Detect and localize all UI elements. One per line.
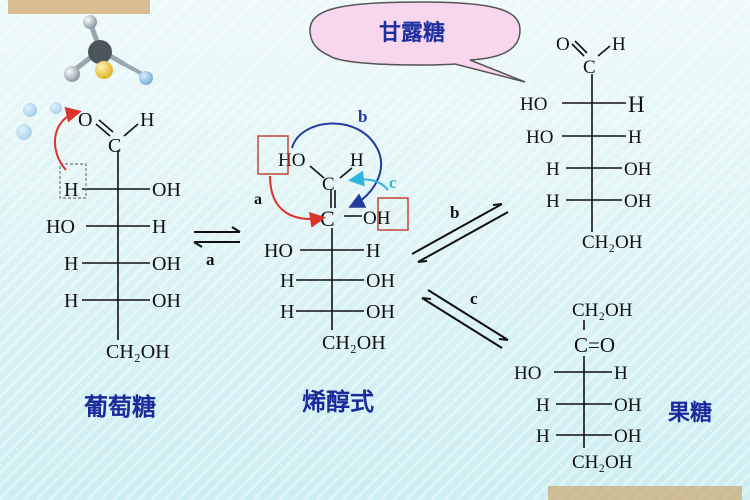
fructose-row4-right: OH	[614, 426, 642, 447]
enol-c1: C	[322, 174, 335, 195]
glucose-row4-right: OH	[152, 290, 181, 312]
enol-path-c-arrow	[348, 170, 389, 191]
callout-text: 甘露糖	[379, 20, 445, 45]
enol-c2: C	[320, 206, 335, 231]
enol-label-c: c	[389, 173, 397, 192]
mannose-h1: H	[612, 34, 626, 55]
glucose-c1: C	[108, 135, 121, 157]
caption-glucose: 葡萄糖	[83, 393, 156, 421]
mannose-ch-bond	[597, 45, 611, 57]
arrow-label-a: a	[206, 250, 215, 269]
enol-row2-left: HO	[264, 240, 293, 262]
enol-path-a-arrow	[269, 175, 326, 228]
enol-row3-left: H	[280, 270, 294, 292]
enol-c1-oh-bond	[309, 165, 325, 179]
enol-oh-right: OH	[363, 208, 391, 229]
corner-logo-top-left	[8, 0, 150, 14]
fructose-structure: CH₂OH C=O HO H H OH H OH CH₂OH	[514, 300, 642, 473]
glucose-co-bond	[95, 123, 111, 137]
glucose-bottom: CH₂OH	[106, 341, 170, 363]
glucose-proton-shift-arrow	[53, 106, 82, 171]
enol-bottom: CH₂OH	[322, 332, 386, 354]
glucose-row3-right: OH	[152, 253, 181, 275]
enol-row2-right: H	[366, 240, 380, 262]
enol-c1-h-bond	[339, 167, 353, 179]
fructose-row2-left: HO	[514, 363, 541, 384]
mannose-row2-left: HO	[526, 127, 553, 148]
fructose-bottom: CH₂OH	[572, 452, 633, 473]
enol-row3-right: OH	[366, 270, 395, 292]
molecule-model-decoration	[16, 15, 153, 140]
mannose-row4-right: OH	[624, 191, 652, 212]
enol-label-b: b	[358, 107, 367, 126]
caption-fructose: 果糖	[668, 400, 712, 425]
arrow-label-b: b	[450, 203, 459, 222]
enol-structure: HO H C C OH HO H H OH H OH CH₂OH	[264, 150, 395, 354]
enol-row4-right: OH	[366, 301, 395, 323]
corner-logo-bottom-right	[548, 486, 742, 500]
caption-enol: 烯醇式	[302, 388, 374, 416]
mannose-callout: 甘露糖	[309, 1, 526, 83]
glucose-ch-bond	[123, 123, 139, 137]
enol-ho-top: HO	[278, 150, 305, 171]
mannose-row3-left: H	[546, 159, 560, 180]
glucose-alpha-h-highlight	[59, 163, 87, 199]
glucose-row2-left: HO	[46, 216, 75, 238]
fructose-top: CH₂OH	[572, 300, 633, 321]
enol-h-top: H	[350, 150, 364, 171]
enol-path-b-arrow	[291, 122, 383, 208]
mannose-co-bond-2	[574, 40, 588, 54]
enol-row4-left: H	[280, 301, 294, 323]
mannose-co-bond	[571, 43, 585, 57]
fructose-c2: C=O	[574, 333, 615, 357]
enol-fructose-equilibrium: c	[421, 289, 509, 349]
fructose-row2-right: H	[614, 363, 628, 384]
mannose-row3-right: OH	[624, 159, 652, 180]
arrow-label-c: c	[470, 289, 478, 308]
glucose-row2-right: H	[152, 216, 166, 238]
glucose-co-bond-2	[98, 119, 114, 133]
glucose-structure: O C H H OH HO H H OH H OH CH₂OH	[46, 109, 181, 363]
mannose-bottom: CH₂OH	[582, 232, 643, 253]
glucose-row1-right: OH	[152, 179, 181, 201]
fructose-row4-left: H	[536, 426, 550, 447]
fructose-row3-left: H	[536, 395, 550, 416]
mannose-row2-right: H	[628, 127, 642, 148]
enol-right-h-box	[377, 197, 409, 231]
mannose-c1: C	[583, 57, 596, 78]
mannose-row1-left: HO	[520, 94, 547, 115]
mannose-row4-left: H	[546, 191, 560, 212]
glucose-o: O	[78, 109, 92, 131]
glucose-enol-equilibrium: a	[193, 226, 241, 269]
glucose-row3-left: H	[64, 253, 78, 275]
mannose-o: O	[556, 34, 570, 55]
enol-left-oh-box	[257, 135, 289, 175]
glucose-h1: H	[140, 109, 154, 131]
enol-mannose-equilibrium: b	[411, 203, 509, 263]
glucose-row4-left: H	[64, 290, 78, 312]
enol-label-a: a	[254, 191, 262, 208]
mannose-row1-right: H	[628, 92, 645, 117]
glucose-row1-left: H	[64, 179, 78, 201]
mannose-structure: O C H HO H HO H H OH H OH CH₂OH	[520, 34, 652, 253]
fructose-row3-right: OH	[614, 395, 642, 416]
